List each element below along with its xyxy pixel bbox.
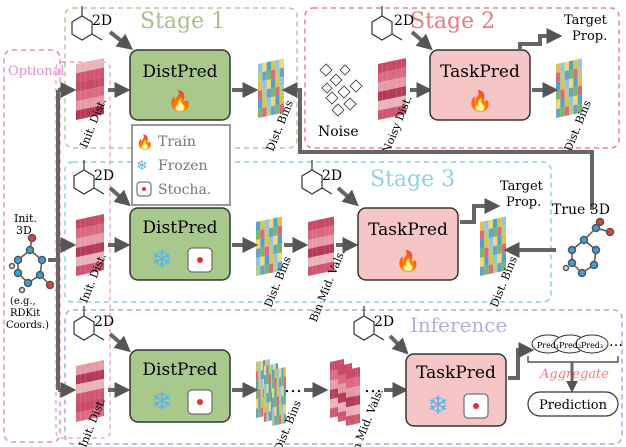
- prediction-label: Prediction: [539, 398, 608, 413]
- stage2-2d-label: 2D: [394, 13, 414, 29]
- inf-ellipsis-2: …: [364, 376, 382, 397]
- inf-2d-molecule-icon: [73, 306, 105, 341]
- inf-taskpred-label: TaskPred: [416, 363, 496, 383]
- legend-train-label: Train: [158, 134, 196, 150]
- inf-taskpred-2d-molecule-icon: [353, 306, 385, 341]
- inf-midvals-matrix-3: [346, 367, 361, 427]
- stage2-title: Stage 2: [410, 9, 495, 34]
- pred2-label: Pred₂: [559, 341, 581, 350]
- stage2-taskpred-label: TaskPred: [440, 62, 520, 82]
- legend-frozen-icon: ❄: [136, 158, 148, 174]
- stage2-fire-icon: 🔥: [468, 89, 493, 113]
- stage2-taskpred-box: [429, 49, 531, 121]
- init3d-label-3: (e.g.,: [10, 296, 36, 307]
- stage2-2d-molecule-icon: [371, 6, 403, 41]
- stage1-distpred-label: DistPred: [142, 62, 217, 82]
- init3d-branch-arrows: [48, 82, 77, 398]
- stage2-2d-arrow: [410, 30, 433, 51]
- pred-ovals: [531, 334, 609, 354]
- stage3-target-label-2: Prop.: [506, 195, 541, 210]
- inf-2d-arrow: [108, 332, 131, 353]
- stage3-2d-label: 2D: [94, 168, 114, 184]
- inf-2d-label: 2D: [94, 314, 114, 330]
- inf-dice-icon: [187, 389, 213, 415]
- true3d-feedback-arrow: [281, 82, 594, 210]
- inf-snowflake-icon-2: ❄: [427, 391, 449, 421]
- stage3-taskpred-2d-label: 2D: [322, 168, 342, 184]
- pred-ellipsis: …: [609, 334, 623, 350]
- noise-label: Noise: [318, 124, 359, 140]
- stage2-target-label-2: Prop.: [572, 29, 607, 44]
- init3d-label-2: 3D: [16, 224, 32, 237]
- inf-arrow-to-preds: [508, 342, 535, 380]
- stage3-arrow-to-target: [460, 198, 501, 224]
- true3d-label: True 3D: [552, 202, 610, 218]
- optional-box: [3, 49, 61, 443]
- stage2-target-label-1: Target: [564, 13, 608, 28]
- stage1-fire-icon: 🔥: [168, 89, 193, 113]
- stage3-title: Stage 3: [370, 167, 455, 192]
- inference-title: Inference: [410, 313, 507, 337]
- stage1-2d-label: 2D: [92, 13, 112, 29]
- optional-label: Optional: [8, 64, 64, 79]
- stage3-2d-molecule-icon: [73, 160, 105, 195]
- legend-stocha-label: Stocha.: [158, 182, 211, 198]
- init-dist-matrix-1: [76, 58, 105, 121]
- aggregate-bracket: [527, 356, 619, 363]
- stage3-distpred-label: DistPred: [142, 218, 217, 238]
- stage1-2d-molecule-icon: [71, 6, 103, 41]
- stage1-title: Stage 1: [140, 9, 225, 34]
- stage3-taskpred-label: TaskPred: [368, 220, 448, 240]
- stage3-dice-icon: [187, 247, 213, 273]
- stage2-box: [304, 7, 620, 149]
- stage3-taskpred-box: [357, 207, 459, 281]
- init-dist-matrix-2: [76, 214, 105, 277]
- stage3-midvals-matrix: [308, 216, 334, 276]
- stage1-2d-arrow: [108, 30, 134, 50]
- stage3-taskpred-2d-arrow: [336, 186, 359, 207]
- stage3-fire-icon: 🔥: [396, 249, 421, 273]
- inf-distpred-label: DistPred: [142, 360, 217, 380]
- stage3-box: [64, 161, 552, 303]
- stage3-taskpred-2d-molecule-icon: [301, 160, 333, 195]
- noisy-dist-matrix: [378, 58, 407, 121]
- stage2-arrow-to-target: [518, 28, 563, 50]
- inf-taskpred-2d-arrow: [388, 334, 409, 355]
- prediction-box: [527, 391, 619, 417]
- inference-box: [64, 309, 623, 445]
- init3d-label-1: Init.: [14, 212, 37, 225]
- init3d-label-4: RDKit: [10, 308, 40, 319]
- init-dist-matrix-3: [76, 360, 105, 423]
- true3d-molecule-icon: [562, 217, 615, 278]
- legend-dice-pip: [142, 187, 146, 191]
- pred3-label: Pred₃: [581, 341, 603, 350]
- stage3-snowflake-icon: ❄: [151, 245, 173, 275]
- legend-frozen-label: Frozen: [158, 158, 208, 174]
- stage3-dist-bins-matrix: [256, 216, 282, 276]
- stage1-distpred-box: [129, 49, 231, 121]
- pred1-label: Pred₁: [537, 341, 559, 350]
- init3d-label-5: Coords.): [6, 320, 49, 331]
- legend-train-icon: 🔥: [136, 134, 153, 151]
- inf-taskpred-dice-icon: [463, 393, 489, 419]
- stage3-target-label-1: Target: [500, 179, 544, 194]
- aggregate-label: Aggregate: [539, 367, 609, 382]
- init3d-molecule-icon: [8, 233, 55, 294]
- inf-taskpred-2d-label: 2D: [374, 314, 394, 330]
- inf-snowflake-icon: ❄: [151, 387, 173, 417]
- stage2-dist-bins-matrix: [556, 58, 582, 118]
- inf-ellipsis-1: …: [284, 376, 302, 397]
- stage3-2d-arrow: [108, 186, 131, 207]
- noise-molecules-icon: [319, 63, 363, 117]
- inf-dist-bins-matrix-3: [272, 367, 287, 427]
- stage3-right-dist-bins-matrix: [480, 216, 506, 276]
